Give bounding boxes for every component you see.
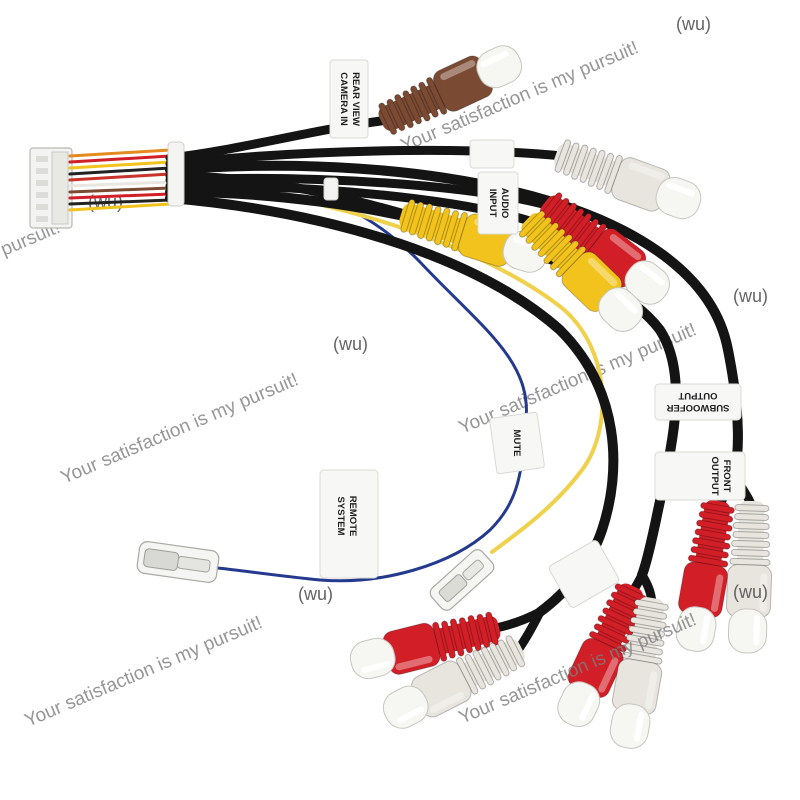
cable-to-white-plug-top: [165, 145, 567, 169]
tag-mute: MUTE: [489, 411, 545, 475]
tag-line: INPUT: [487, 189, 498, 218]
watermark-mark: (wu): [676, 14, 711, 34]
tag-line: OUTPUT: [709, 456, 720, 495]
tag-line: CAMERA IN: [338, 72, 349, 126]
spade-connector: [136, 541, 220, 583]
tag-blank: [548, 540, 620, 608]
tag-system-remote: SYSTEM REMOTE: [319, 469, 379, 579]
rca-plug-subwoofer-white: [724, 499, 775, 655]
watermark-mark: (wu): [733, 582, 768, 602]
tag-blank: [469, 139, 515, 169]
multi-pin-connector: [29, 147, 73, 229]
watermark-mark: (wu): [333, 334, 368, 354]
tag-line: REAR VIEW: [350, 72, 361, 126]
watermark-mark: (wu): [733, 286, 768, 306]
cable-to-front: [165, 186, 681, 580]
tag-line: OUTPUT: [678, 390, 717, 401]
tag-audio-input: AUDIO INPUT: [477, 171, 519, 235]
watermark-slogan: Your satisfaction is my pursuit!: [22, 612, 266, 731]
cable-tie: [323, 177, 339, 201]
tag-line: SYSTEM: [335, 496, 346, 535]
cable-tie: [167, 141, 185, 207]
watermark-slogan: Your satisfaction is my pursuit!: [58, 369, 302, 488]
tag-line: FRONT: [721, 460, 732, 493]
tag-line: SUBWOOFER: [666, 402, 729, 413]
tag-front-output: FRONT OUTPUT: [654, 451, 746, 501]
bullet-connector: [429, 549, 495, 611]
tag-line: MUTE: [511, 430, 522, 457]
tag-subwoofer-output: SUBWOOFER OUTPUT: [654, 383, 742, 421]
tag-rear-view-camera-in: REAR VIEW CAMERA IN: [329, 59, 369, 139]
cable-to-subwoofer: [165, 160, 743, 480]
colored-wire-bundle: [68, 148, 172, 212]
tag-line: REMOTE: [347, 496, 358, 537]
watermark-mark: (wu): [298, 584, 333, 604]
tag-line: AUDIO: [499, 188, 510, 219]
